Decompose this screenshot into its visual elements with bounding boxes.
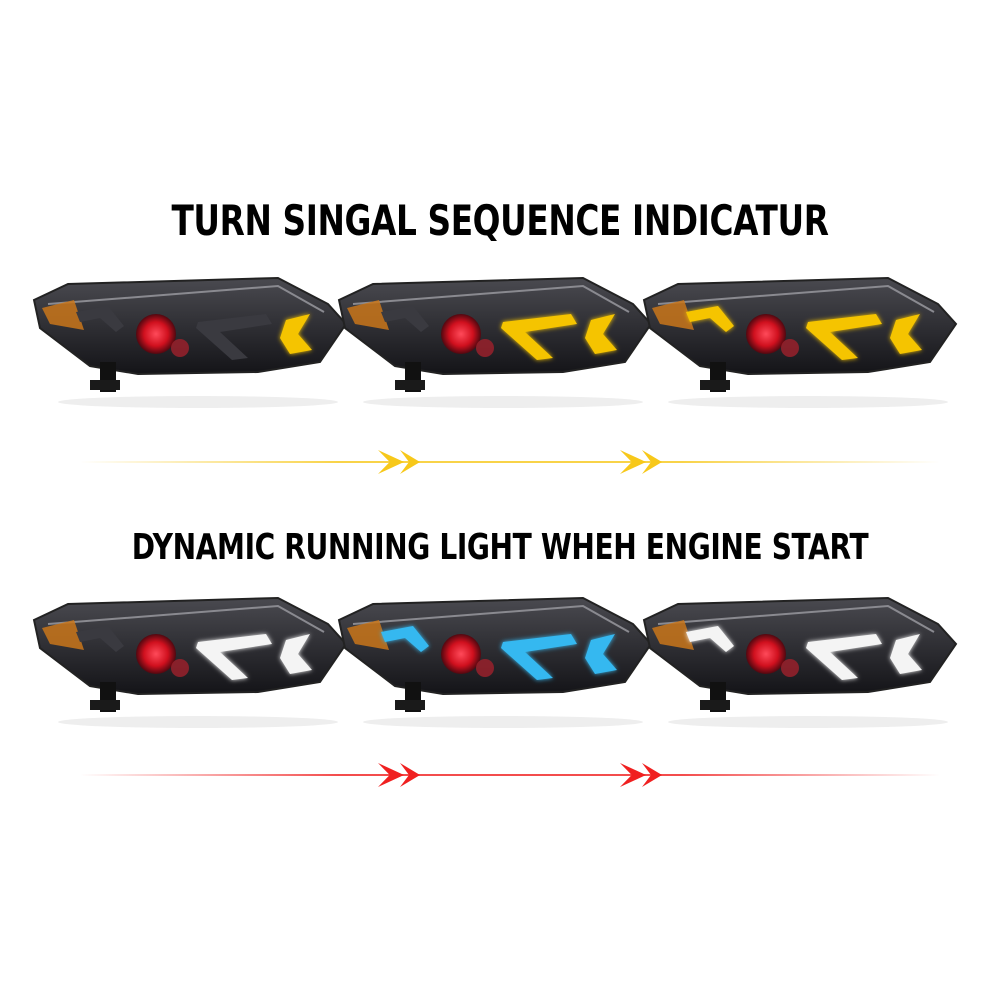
- projector-lens: [746, 634, 786, 674]
- drl-segment-1: [890, 314, 922, 354]
- housing: [642, 596, 958, 696]
- section-title-running-light: DYNAMIC RUNNING LIGHT WHEH ENGINE START: [131, 527, 869, 568]
- drl-segment-2: [806, 634, 882, 680]
- amber-reflector: [42, 300, 84, 330]
- drl-segment-1: [280, 634, 312, 674]
- chevron-arrow-icon: [400, 450, 420, 474]
- headlight-drl-step-1: [28, 582, 358, 742]
- sequence-arrow-red: [80, 763, 940, 787]
- headlight-turn-step-3: [638, 262, 968, 422]
- chevron-arrow-icon: [620, 763, 646, 787]
- housing: [337, 596, 653, 696]
- drl-segment-2: [501, 634, 577, 680]
- amber-reflector: [652, 300, 694, 330]
- drl-segment-3: [76, 626, 124, 652]
- projector-lens: [136, 314, 176, 354]
- housing: [337, 276, 653, 376]
- projector-lens: [441, 634, 481, 674]
- headlight-drl-step-3: [638, 582, 968, 742]
- amber-reflector: [347, 300, 389, 330]
- drl-segment-3: [686, 626, 734, 652]
- amber-reflector: [652, 620, 694, 650]
- headlight-drl-step-2: [333, 582, 663, 742]
- drl-segment-2: [196, 634, 272, 680]
- drl-segment-3: [381, 306, 429, 332]
- drl-segment-1: [585, 314, 617, 354]
- chevron-arrow-icon: [400, 763, 420, 787]
- projector-lens: [746, 314, 786, 354]
- housing: [32, 276, 348, 376]
- drl-segment-1: [890, 634, 922, 674]
- drl-segment-1: [585, 634, 617, 674]
- headlight-turn-step-2: [333, 262, 663, 422]
- chevron-arrow-icon: [642, 450, 662, 474]
- drl-segment-2: [196, 314, 272, 360]
- headlight-turn-step-1: [28, 262, 358, 422]
- chevron-arrow-icon: [378, 763, 404, 787]
- sequence-line: [80, 461, 940, 463]
- section-title-turn-signal: TURN SINGAL SEQUENCE INDICATUR: [171, 196, 829, 245]
- housing: [642, 276, 958, 376]
- projector-lens: [441, 314, 481, 354]
- drl-segment-3: [686, 306, 734, 332]
- drl-segment-2: [501, 314, 577, 360]
- drl-segment-1: [280, 314, 312, 354]
- housing: [32, 596, 348, 696]
- amber-reflector: [347, 620, 389, 650]
- chevron-arrow-icon: [642, 763, 662, 787]
- drl-segment-3: [76, 306, 124, 332]
- chevron-arrow-icon: [378, 450, 404, 474]
- drl-segment-3: [381, 626, 429, 652]
- chevron-arrow-icon: [620, 450, 646, 474]
- sequence-arrow-yellow: [80, 450, 940, 474]
- projector-lens: [136, 634, 176, 674]
- amber-reflector: [42, 620, 84, 650]
- sequence-line: [80, 774, 940, 776]
- drl-segment-2: [806, 314, 882, 360]
